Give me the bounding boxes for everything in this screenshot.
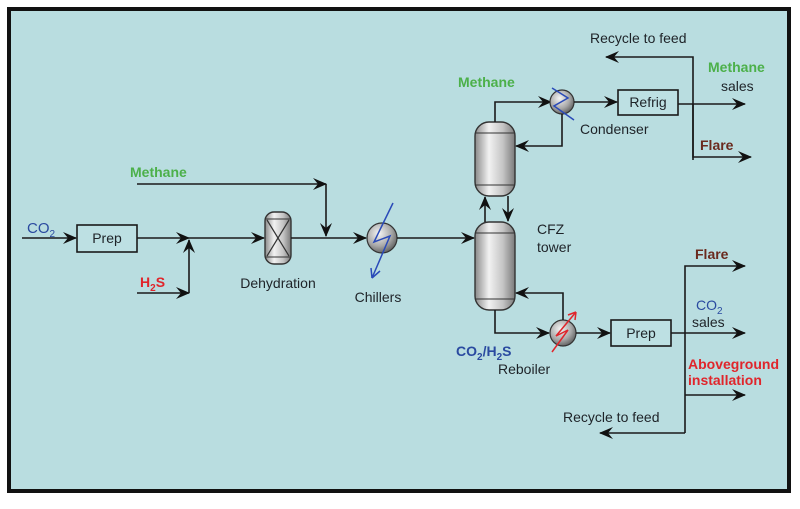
methane-feed-label: Methane: [130, 164, 187, 180]
chillers-label: Chillers: [355, 289, 402, 305]
reboiler-return-line: [515, 287, 564, 320]
co2-sales-label-line2: sales: [692, 314, 725, 330]
prep-outlet-label: Prep: [626, 325, 656, 341]
co2-sales-label: CO2: [696, 297, 723, 317]
prep-inlet-unit: Prep: [76, 224, 138, 253]
flare-top-label: Flare: [700, 137, 734, 153]
flare-bottom-line: [684, 260, 746, 433]
flare-top-line: [692, 104, 752, 163]
cfz-tower-upper-section: [474, 121, 516, 197]
overhead-methane-label: Methane: [458, 74, 515, 90]
prep-inlet-label: Prep: [92, 230, 122, 246]
recycle-bottom-label: Recycle to feed: [563, 409, 660, 425]
dehydration-vessel: [264, 211, 292, 265]
condenser-label: Condenser: [580, 121, 649, 137]
recycle-top-label: Recycle to feed: [590, 30, 687, 46]
prep-outlet-unit: Prep: [610, 319, 672, 347]
co2-input-label: CO2: [27, 220, 56, 240]
methane-sales-label-line2: sales: [721, 78, 754, 94]
cfz-tower-lower-section: [474, 221, 516, 311]
reboiler-label: Reboiler: [498, 361, 550, 377]
condenser-reflux-line: [515, 114, 563, 152]
flare-bottom-label: Flare: [695, 246, 729, 262]
methane-sales-label-line1: Methane: [708, 59, 765, 75]
h2s-input-label: H2S: [140, 274, 165, 294]
refrig-unit: Refrig: [617, 89, 679, 116]
cfz-tower-label-line2: tower: [537, 239, 572, 255]
overhead-to-condenser-line: [494, 96, 552, 122]
bottoms-label: CO2/H2S: [456, 343, 511, 363]
refrig-label: Refrig: [629, 94, 666, 110]
aboveground-label-line1: Aboveground: [688, 356, 779, 372]
aboveground-label-line2: installation: [688, 372, 762, 388]
cfz-tower-label-line1: CFZ: [537, 221, 565, 237]
tower-bottoms-line: [494, 310, 550, 339]
dehydration-label: Dehydration: [240, 275, 316, 291]
